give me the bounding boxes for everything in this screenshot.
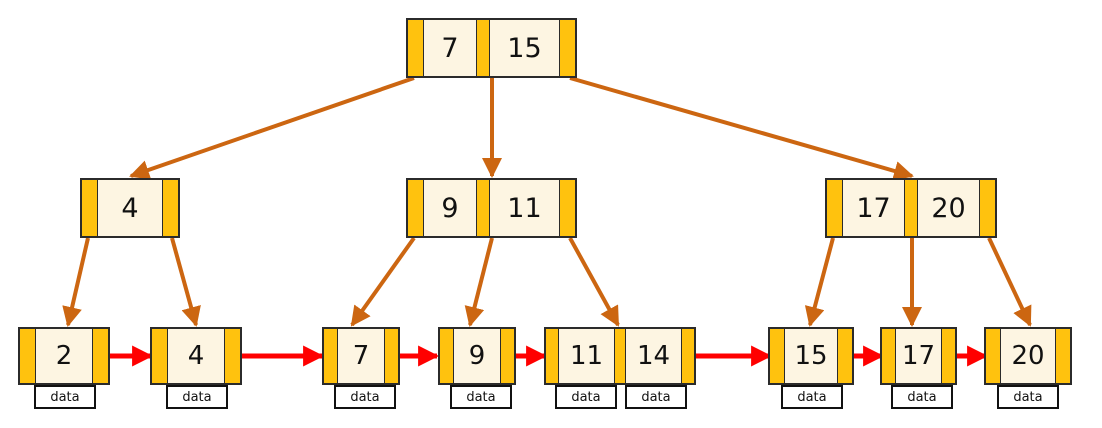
internal-right-pointer-2[interactable] [979, 180, 995, 236]
leaf-11-14-data-row: data data [544, 385, 696, 409]
spacer [544, 385, 555, 409]
leaf-group-2: 2 data [18, 327, 110, 409]
root-key-0: 7 [424, 20, 476, 76]
internal-middle-key-0: 9 [424, 180, 476, 236]
leaf-group-20: 20 data [984, 327, 1072, 409]
edge-internal-middle-to-leaf-9 [464, 237, 494, 327]
spacer [617, 385, 625, 409]
leaf-17-key-0: 17 [896, 329, 941, 383]
leaf-group-9: 9 data [438, 327, 516, 409]
spacer [18, 385, 34, 409]
leaf-11-14-data-box-0[interactable]: data [555, 385, 617, 409]
spacer [438, 385, 450, 409]
leaf-2-key-0: 2 [36, 329, 92, 383]
leaf-node-20[interactable]: 20 [984, 327, 1072, 385]
leaf-11-14-pointer-2[interactable] [681, 329, 694, 383]
leaf-17-data-box-0[interactable]: data [891, 385, 953, 409]
leaf-20-pointer-0[interactable] [986, 329, 1001, 383]
internal-left-key-0: 4 [98, 180, 162, 236]
root-pointer-0[interactable] [408, 20, 424, 76]
edge-internal-left-to-leaf-2 [62, 237, 90, 327]
leaf-9-pointer-0[interactable] [440, 329, 454, 383]
leaf-group-7: 7 data [322, 327, 400, 409]
leaf-node-4[interactable]: 4 [150, 327, 242, 385]
leaf-9-key-0: 9 [454, 329, 500, 383]
edge-internal-right-to-leaf-20 [987, 237, 1032, 327]
leaf-17-pointer-0[interactable] [882, 329, 896, 383]
leaf-group-4: 4 data [150, 327, 242, 409]
internal-right-key-0: 17 [843, 180, 904, 236]
root-node[interactable]: 7 15 [406, 18, 577, 78]
leaf-node-7[interactable]: 7 [322, 327, 400, 385]
leaf-15-data-row: data [768, 385, 854, 409]
leaf-9-data-row: data [438, 385, 516, 409]
leaf-17-pointer-1[interactable] [941, 329, 955, 383]
leaf-group-15: 15 data [768, 327, 854, 409]
root-pointer-1[interactable] [475, 20, 490, 76]
leaf-4-pointer-1[interactable] [224, 329, 240, 383]
leaf-7-data-box-0[interactable]: data [334, 385, 396, 409]
leaf-7-key-0: 7 [338, 329, 384, 383]
leaf-7-data-row: data [322, 385, 400, 409]
leaf-20-data-row: data [984, 385, 1072, 409]
leaf-9-data-box-0[interactable]: data [450, 385, 512, 409]
internal-middle-key-1: 11 [489, 180, 560, 236]
leaf-2-pointer-1[interactable] [92, 329, 108, 383]
leaf-4-data-row: data [150, 385, 242, 409]
internal-middle-pointer-1[interactable] [475, 180, 490, 236]
spacer [880, 385, 891, 409]
internal-middle-pointer-0[interactable] [408, 180, 424, 236]
internal-right-key-1: 20 [918, 180, 979, 236]
leaf-17-data-row: data [880, 385, 957, 409]
leaf-group-11-14: 11 14 data data [544, 327, 696, 409]
edge-internal-left-to-leaf-4 [170, 237, 201, 327]
root-key-1: 15 [489, 20, 560, 76]
leaf-11-14-pointer-0[interactable] [546, 329, 559, 383]
spacer [322, 385, 334, 409]
spacer [768, 385, 781, 409]
edge-internal-right-to-leaf-15 [804, 237, 835, 327]
internal-middle-pointer-2[interactable] [559, 180, 576, 236]
leaf-4-pointer-0[interactable] [152, 329, 168, 383]
leaf-15-data-box-0[interactable]: data [781, 385, 843, 409]
edge-root-to-internal-right [569, 76, 914, 181]
leaf-4-data-box-0[interactable]: data [166, 385, 228, 409]
internal-node-left[interactable]: 4 [80, 178, 180, 238]
edge-internal-middle-to-leaf-11-14 [568, 237, 620, 327]
leaf-15-pointer-1[interactable] [837, 329, 852, 383]
internal-left-pointer-1[interactable] [162, 180, 178, 236]
leaf-20-key-0: 20 [1001, 329, 1055, 383]
leaf-15-pointer-0[interactable] [770, 329, 785, 383]
leaf-node-15[interactable]: 15 [768, 327, 854, 385]
leaf-2-data-box-0[interactable]: data [34, 385, 96, 409]
internal-right-pointer-0[interactable] [827, 180, 843, 236]
leaf-15-key-0: 15 [785, 329, 837, 383]
leaf-node-9[interactable]: 9 [438, 327, 516, 385]
leaf-11-14-pointer-1[interactable] [614, 329, 626, 383]
leaf-9-pointer-1[interactable] [500, 329, 514, 383]
leaf-20-data-box-0[interactable]: data [997, 385, 1059, 409]
leaf-group-17: 17 data [880, 327, 957, 409]
internal-left-pointer-0[interactable] [82, 180, 98, 236]
leaf-11-14-data-box-1[interactable]: data [625, 385, 687, 409]
leaf-20-pointer-1[interactable] [1055, 329, 1070, 383]
internal-right-pointer-1[interactable] [904, 180, 918, 236]
internal-node-middle[interactable]: 9 11 [406, 178, 577, 238]
root-pointer-2[interactable] [559, 20, 576, 76]
edge-internal-middle-to-leaf-7 [350, 236, 416, 327]
leaf-2-pointer-0[interactable] [20, 329, 36, 383]
leaf-2-data-row: data [18, 385, 110, 409]
spacer [984, 385, 997, 409]
leaf-node-2[interactable]: 2 [18, 327, 110, 385]
leaf-4-key-0: 4 [168, 329, 224, 383]
leaf-7-pointer-1[interactable] [384, 329, 398, 383]
spacer [150, 385, 166, 409]
leaf-11-14-key-0: 11 [559, 329, 614, 383]
leaf-node-17[interactable]: 17 [880, 327, 957, 385]
leaf-11-14-key-1: 14 [626, 329, 681, 383]
internal-node-right[interactable]: 17 20 [825, 178, 997, 238]
leaf-7-pointer-0[interactable] [324, 329, 338, 383]
edge-root-to-internal-left [129, 76, 415, 180]
leaf-node-11-14[interactable]: 11 14 [544, 327, 696, 385]
